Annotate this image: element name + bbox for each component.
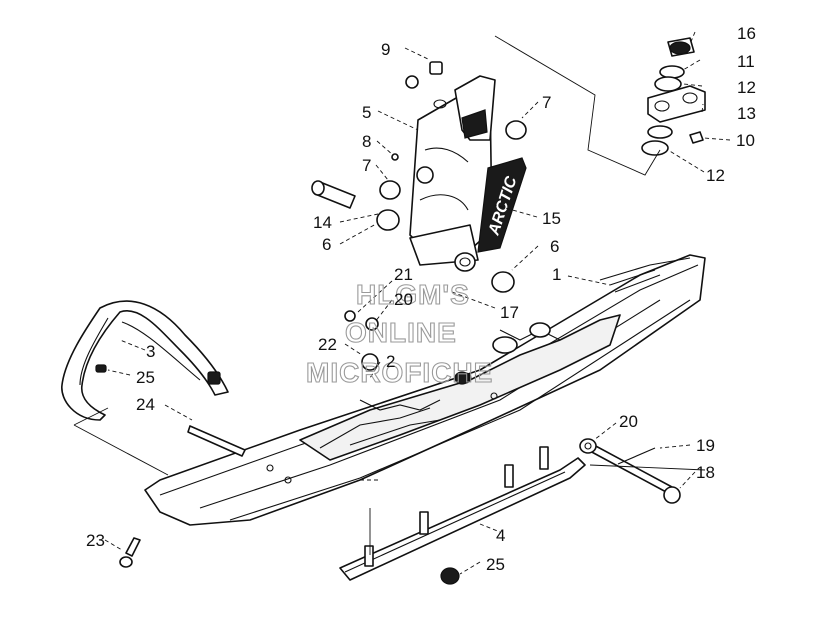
callout-1: 1	[552, 265, 561, 284]
callout-20-top: 20	[394, 290, 413, 309]
callout-16: 16	[737, 24, 756, 43]
callout-8: 8	[362, 132, 371, 151]
rivet-icon	[95, 364, 107, 373]
callout-4: 4	[496, 526, 505, 545]
watermark-line-1: HLGM'S	[356, 279, 470, 310]
fasteners	[119, 61, 681, 585]
callouts: 1 2 3 4 5 6 6 7 7 8 9 10 11 12 12 13 14 …	[86, 24, 756, 574]
ski-loop-handle	[61, 300, 229, 421]
callout-17: 17	[500, 303, 519, 322]
wear-bar	[339, 446, 586, 581]
callout-11: 11	[737, 52, 755, 71]
leader-lines	[73, 31, 731, 575]
bushings	[311, 120, 527, 293]
callout-2: 2	[386, 352, 395, 371]
watermark-line-2: ONLINE	[345, 317, 457, 348]
callout-12-top: 12	[737, 78, 756, 97]
callout-23: 23	[86, 531, 105, 550]
watermark-line-3: MICROFICHE	[306, 357, 493, 388]
callout-6-left: 6	[322, 235, 331, 254]
spindle	[409, 75, 496, 272]
callout-5: 5	[362, 103, 371, 122]
callout-12-bottom: 12	[706, 166, 725, 185]
callout-18: 18	[696, 463, 715, 482]
callout-24: 24	[136, 395, 155, 414]
callout-15: 15	[542, 209, 561, 228]
callout-21: 21	[394, 265, 413, 284]
callout-20-right: 20	[619, 412, 638, 431]
callout-7-left: 7	[362, 156, 371, 175]
callout-25-bottom: 25	[486, 555, 505, 574]
callout-19: 19	[696, 436, 715, 455]
callout-14: 14	[313, 213, 332, 232]
callout-22: 22	[318, 335, 337, 354]
steering-arm-clamp	[641, 37, 706, 156]
callout-7-top: 7	[542, 93, 551, 112]
callout-6-right: 6	[550, 237, 559, 256]
callout-25-top: 25	[136, 368, 155, 387]
watermark: HLGM'S ONLINE MICROFICHE	[305, 278, 493, 388]
callout-3: 3	[146, 342, 155, 361]
callout-10: 10	[736, 131, 755, 150]
callout-13: 13	[737, 104, 756, 123]
callout-9: 9	[381, 40, 390, 59]
